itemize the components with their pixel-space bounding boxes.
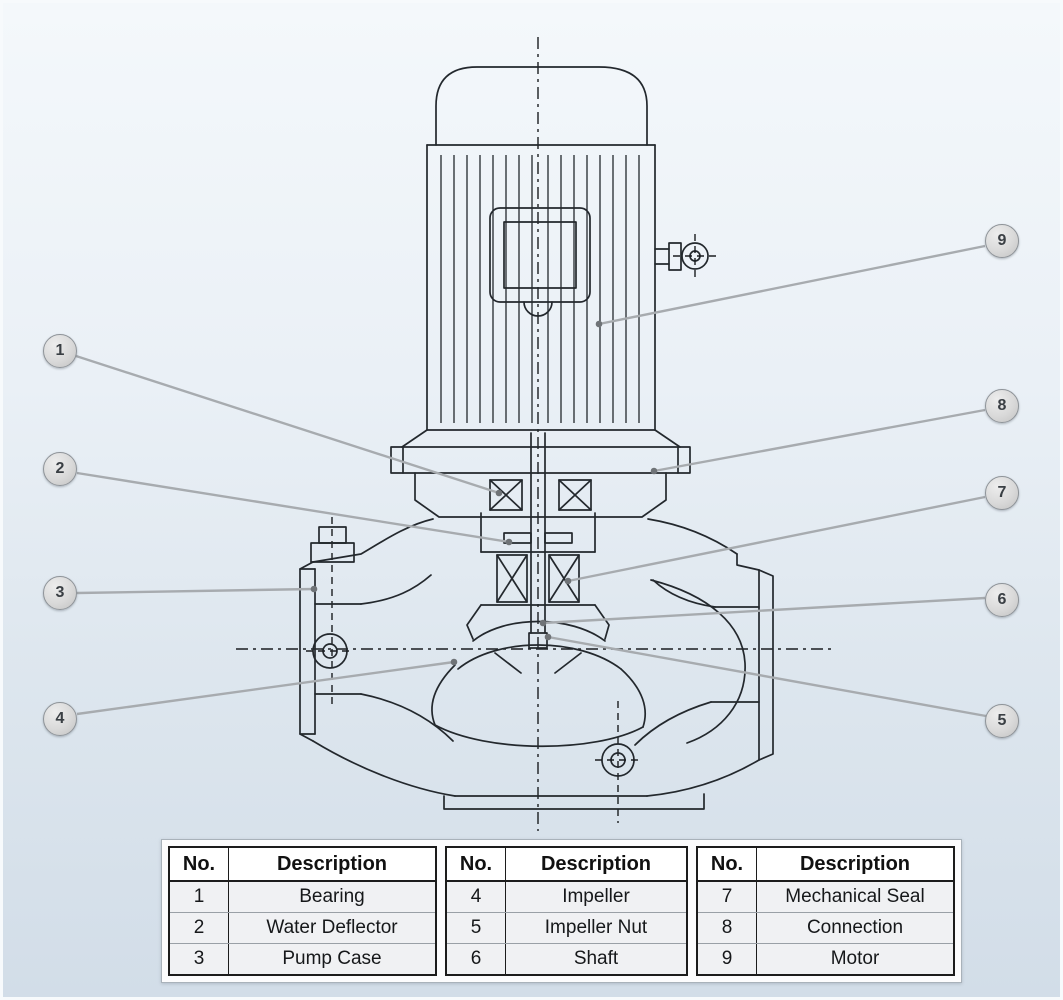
callout-7: 7 [985,476,1019,510]
part-no: 3 [169,943,229,975]
callout-1: 1 [43,334,77,368]
no-header: No. [169,847,229,882]
leader-line-7 [564,495,986,585]
callout-9: 9 [985,224,1019,258]
part-desc: Motor [756,943,954,975]
leader-line-4 [76,658,458,716]
part-no: 7 [697,881,757,913]
bottom-port-bolt-circle [595,743,641,777]
table-header-row: No. Description [169,847,436,882]
table-row: 8 Connection [697,912,954,944]
discharge-flange [710,569,774,761]
pump-cross-section-drawing [75,37,987,831]
description-header: Description [505,847,687,882]
leader-line-3 [76,585,318,595]
callout-6: 6 [985,583,1019,617]
leader-line-5 [544,633,987,718]
leader-line-1 [75,354,503,497]
bearing [489,479,592,511]
table-row: 1 Bearing [169,881,436,913]
leader-line-8 [650,408,986,475]
impeller [457,620,622,674]
parts-table-group-1: No. Description 1 Bearing 2 Water Deflec… [168,846,437,976]
motor-cooling-fins [440,155,640,423]
pump-case [299,518,774,810]
table-header-row: No. Description [697,847,954,882]
part-desc: Shaft [505,943,687,975]
table-row: 4 Impeller [446,881,687,913]
part-no: 1 [169,881,229,913]
description-header: Description [228,847,436,882]
part-no: 9 [697,943,757,975]
callout-8: 8 [985,389,1019,423]
part-desc: Impeller [505,881,687,913]
part-desc: Bearing [228,881,436,913]
no-header: No. [446,847,506,882]
part-desc: Pump Case [228,943,436,975]
vent-plug [310,526,355,563]
parts-table-group-3: No. Description 7 Mechanical Seal 8 Conn… [696,846,955,976]
grease-fitting-icon [654,234,717,278]
table-row: 7 Mechanical Seal [697,881,954,913]
leader-line-2 [76,471,513,546]
motor [426,66,717,431]
callout-3: 3 [43,576,77,610]
part-no: 5 [446,912,506,944]
part-desc: Mechanical Seal [756,881,954,913]
water-deflector [503,532,573,544]
part-desc: Water Deflector [228,912,436,944]
part-no: 8 [697,912,757,944]
callout-5: 5 [985,704,1019,738]
leader-lines [75,244,987,718]
table-row: 5 Impeller Nut [446,912,687,944]
table-row: 3 Pump Case [169,943,436,975]
callout-4: 4 [43,702,77,736]
callout-2: 2 [43,452,77,486]
part-desc: Connection [756,912,954,944]
part-no: 6 [446,943,506,975]
suction-bolt-circle [306,633,354,669]
part-no: 4 [446,881,506,913]
mechanical-seal [466,512,610,640]
part-no: 2 [169,912,229,944]
table-row: 9 Motor [697,943,954,975]
part-desc: Impeller Nut [505,912,687,944]
suction-flange [299,561,362,742]
description-header: Description [756,847,954,882]
table-header-row: No. Description [446,847,687,882]
no-header: No. [697,847,757,882]
impeller-nut [528,632,548,649]
leader-line-6 [539,596,986,627]
parts-table: No. Description 1 Bearing 2 Water Deflec… [161,839,962,983]
leader-line-9 [595,244,986,328]
parts-table-group-2: No. Description 4 Impeller 5 Impeller Nu… [445,846,688,976]
connection-flange [390,429,691,518]
table-row: 2 Water Deflector [169,912,436,944]
table-row: 6 Shaft [446,943,687,975]
junction-box [489,207,591,317]
